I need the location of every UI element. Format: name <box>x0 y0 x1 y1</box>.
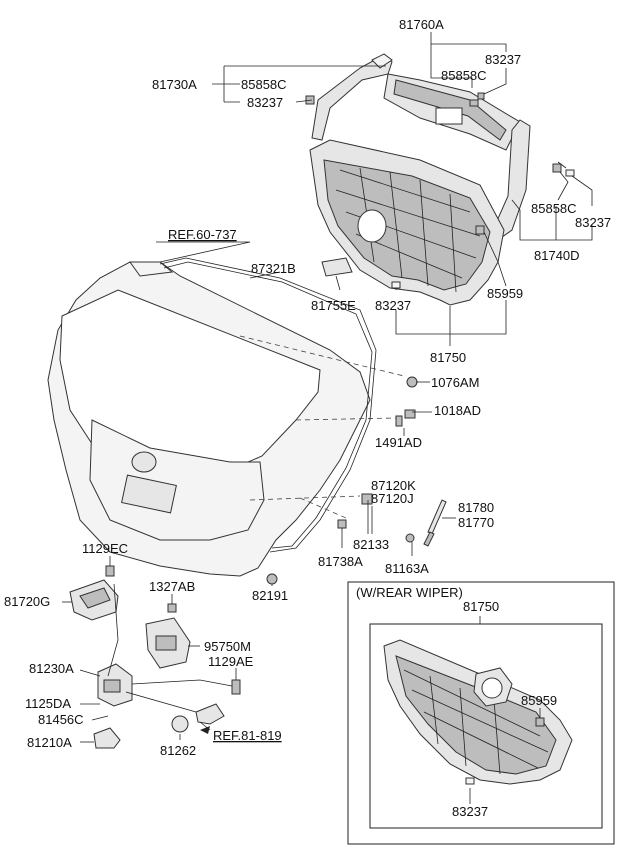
label-82133: 82133 <box>353 537 389 552</box>
handle-81720G <box>69 579 119 621</box>
label-81738A: 81738A <box>318 554 363 569</box>
latch-81230A <box>97 663 133 707</box>
label-85858C-top-left: 85858C <box>241 77 287 92</box>
label-87120J: 87120J <box>371 491 414 506</box>
actuator-81262 <box>171 679 241 733</box>
label-87321B: 87321B <box>251 261 296 276</box>
label-1018AD: 1018AD <box>434 403 481 418</box>
label-81730A: 81730A <box>152 77 197 92</box>
reference-dash-lines <box>239 335 405 519</box>
label-81740D: 81740D <box>534 248 580 263</box>
label-87120K: 87120K <box>371 478 416 493</box>
side-garnish-81740D <box>491 119 531 241</box>
label-81760A: 81760A <box>399 17 444 32</box>
label-83237-top-left: 83237 <box>247 95 283 110</box>
label-ref-60-737: REF.60-737 <box>168 227 237 242</box>
label-82191: 82191 <box>252 588 288 603</box>
label-81750-main: 81750 <box>430 350 466 365</box>
label-81163A: 81163A <box>385 561 429 576</box>
wiper-inset-frame <box>347 581 615 845</box>
trim-liner-81750 <box>309 139 505 306</box>
label-81210A: 81210A <box>27 735 72 750</box>
upper-garnish-81760A <box>383 73 521 151</box>
gas-lifter-81780 <box>423 499 447 547</box>
label-1076AM: 1076AM <box>431 375 479 390</box>
label-85858C-right: 85858C <box>531 201 577 216</box>
label-81770: 81770 <box>458 515 494 530</box>
label-81720G: 81720G <box>4 594 50 609</box>
stop-lamp-81755E <box>321 257 353 277</box>
leader-lines <box>62 32 593 743</box>
label-wiper-title: (W/REAR WIPER) <box>356 585 463 600</box>
label-81230A: 81230A <box>29 661 74 676</box>
label-95750M: 95750M <box>204 639 251 654</box>
weatherstrip-87321B <box>159 257 377 553</box>
label-83237-middle: 83237 <box>375 298 411 313</box>
label-85959-middle: 85959 <box>487 286 523 301</box>
label-83237-top-right: 83237 <box>485 52 521 67</box>
label-1129AE: 1129AE <box>208 654 254 669</box>
ref-arrow-icon <box>200 726 210 734</box>
label-1491AD: 1491AD <box>375 435 422 450</box>
label-1125DA: 1125DA <box>25 696 71 711</box>
striker-81210A <box>93 727 121 749</box>
label-85959-wiper: 85959 <box>521 693 557 708</box>
label-81262: 81262 <box>160 743 196 758</box>
upper-spoiler-81730A <box>311 53 393 141</box>
label-83237-right: 83237 <box>575 215 611 230</box>
label-83237-wiper: 83237 <box>452 804 488 819</box>
label-81456C: 81456C <box>38 712 84 727</box>
label-1129EC: 1129EC <box>82 541 128 556</box>
label-81750-wiper: 81750 <box>463 599 499 614</box>
tailgate-panel <box>47 261 371 577</box>
label-85858C-top-right: 85858C <box>441 68 487 83</box>
label-81780: 81780 <box>458 500 494 515</box>
wiper-liner-81750 <box>383 639 573 804</box>
motor-95750M <box>145 617 191 669</box>
cables <box>107 583 233 713</box>
label-1327AB: 1327AB <box>149 579 195 594</box>
label-81755E: 81755E <box>311 298 356 313</box>
part-labels: 81760A 83237 85858C 81730A 85858C 83237 … <box>4 17 611 819</box>
label-ref-81-819: REF.81-819 <box>213 728 282 743</box>
